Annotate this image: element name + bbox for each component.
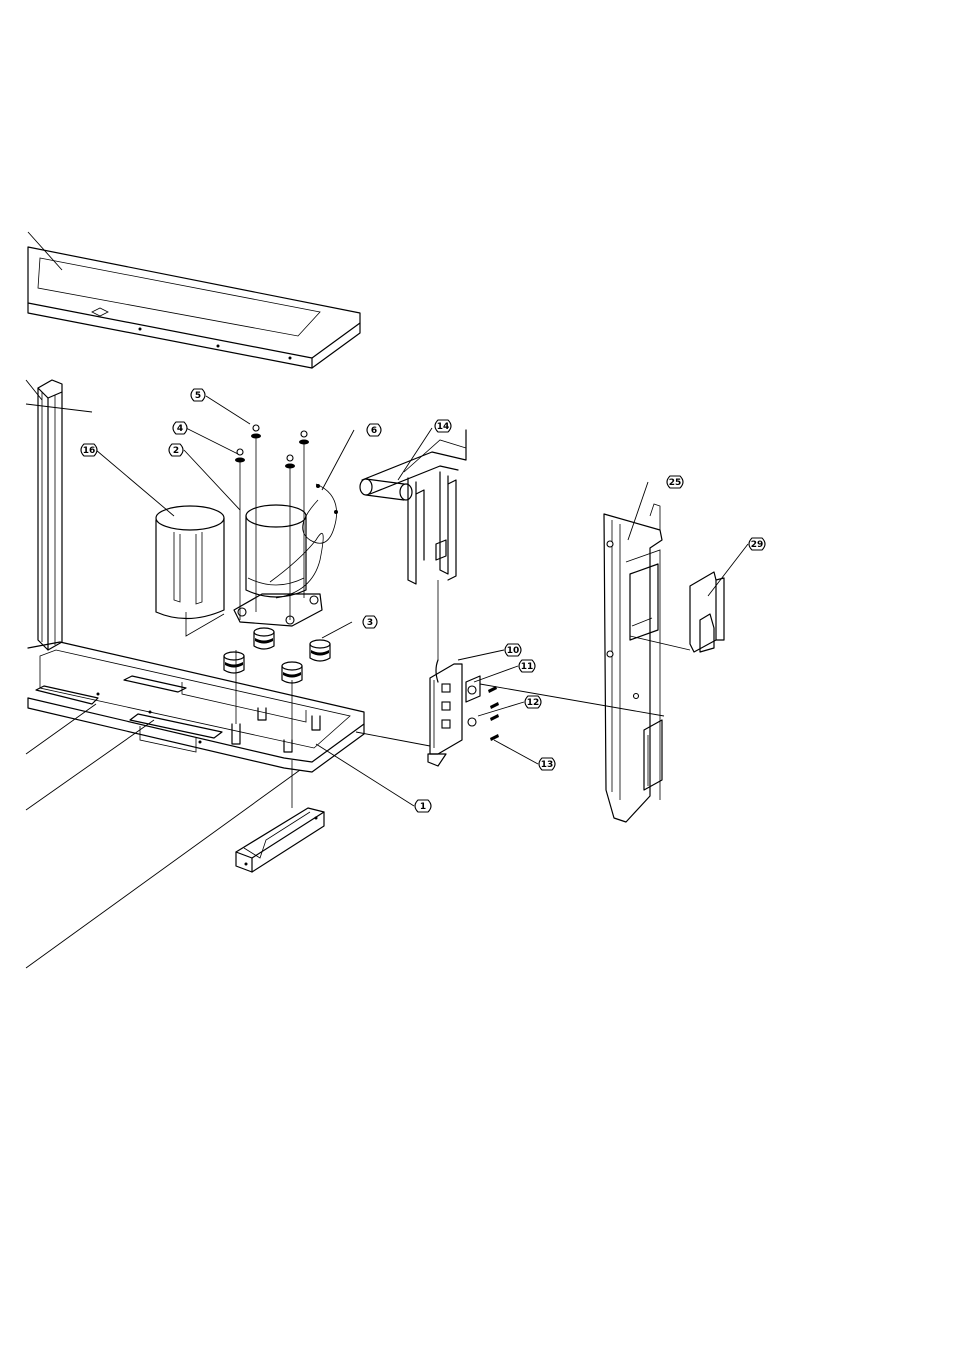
svg-text:5: 5	[195, 391, 201, 401]
compressor	[234, 425, 323, 626]
callout-2: 2	[169, 444, 183, 456]
svg-text:11: 11	[521, 662, 534, 672]
rubber-feet	[224, 628, 330, 683]
callout-16: 16	[81, 444, 97, 456]
callout-25: 25	[667, 476, 683, 488]
insulation-wrap	[156, 506, 224, 636]
svg-text:3: 3	[367, 618, 373, 628]
callout-29: 29	[749, 538, 765, 550]
base-pan	[26, 642, 414, 968]
svg-text:29: 29	[751, 540, 764, 550]
rubber-foot	[254, 628, 274, 649]
callout-4: 4	[173, 422, 187, 434]
support-rail	[236, 760, 324, 872]
svg-text:4: 4	[177, 424, 183, 434]
callout-5: 5	[191, 389, 205, 401]
callout-11: 11	[519, 660, 535, 672]
rubber-foot	[224, 652, 244, 673]
svg-text:10: 10	[507, 646, 520, 656]
callout-1: 1	[415, 800, 431, 812]
svg-text:16: 16	[83, 446, 96, 456]
callout-14: 14	[435, 420, 451, 432]
callout-10: 10	[505, 644, 521, 656]
callout-12: 12	[525, 696, 541, 708]
callout-13: 13	[539, 758, 555, 770]
rubber-foot	[282, 662, 302, 683]
left-side-post	[26, 380, 92, 650]
svg-text:1: 1	[420, 802, 426, 812]
svg-text:13: 13	[541, 760, 554, 770]
callout-3: 3	[363, 616, 377, 628]
rubber-foot	[310, 640, 330, 661]
top-cover-panel	[28, 232, 360, 368]
callout-6: 6	[367, 424, 381, 436]
side-panel	[604, 482, 662, 822]
svg-text:25: 25	[669, 478, 682, 488]
svg-text:6: 6	[371, 426, 377, 436]
handle-cover	[630, 544, 748, 652]
control-bracket	[356, 650, 664, 766]
svg-text:12: 12	[527, 698, 540, 708]
svg-text:2: 2	[173, 446, 179, 456]
svg-text:14: 14	[437, 422, 450, 432]
